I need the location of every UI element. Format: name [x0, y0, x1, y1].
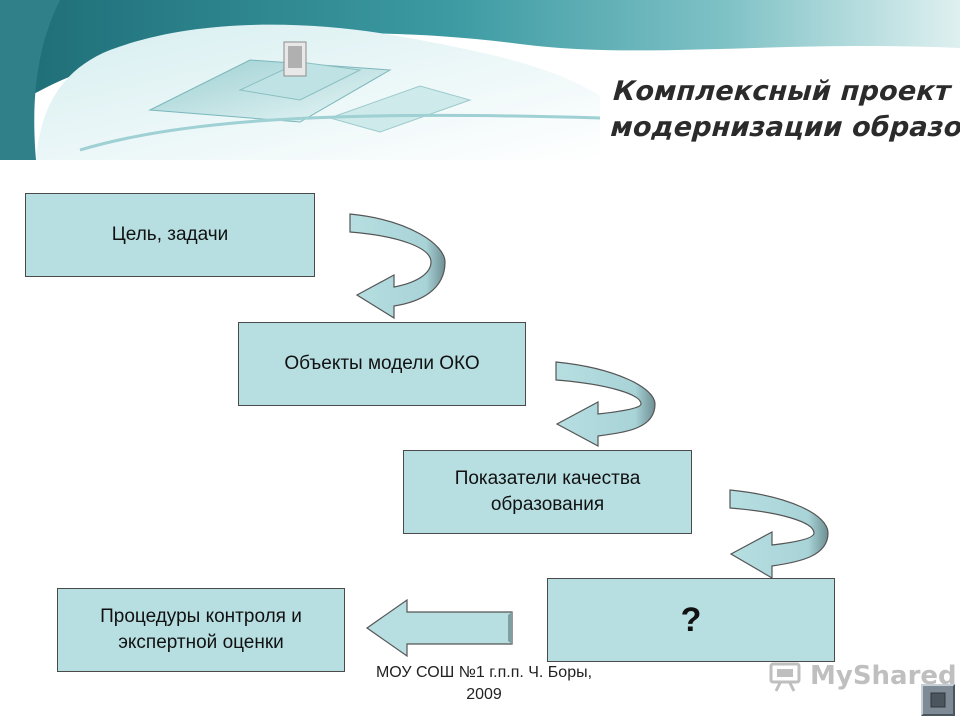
stop-square-icon: [930, 692, 946, 708]
control-procedures-line2: экспертной оценки: [118, 632, 284, 653]
curved-arrow-1: [349, 213, 446, 320]
curved-arrow-2: [555, 361, 656, 448]
goal-tasks-label: Цель, задачи: [111, 224, 229, 245]
projector-icon: [769, 662, 801, 692]
header-banner: Комплексный проект модернизации образова…: [0, 0, 960, 160]
control-procedures-box: Процедуры контроля и экспертной оценки: [57, 588, 345, 672]
quality-indicators-line1: Показатели качества: [454, 468, 641, 489]
left-arrow: [365, 598, 513, 658]
footer-line1: МОУ СОШ №1 г.п.п. Ч. Боры,: [375, 664, 593, 681]
curved-arrow-3: [729, 489, 829, 580]
goal-tasks-box: Цель, задачи: [25, 193, 315, 277]
footer-line2: 2009: [466, 686, 502, 703]
unknown-step-label: ?: [680, 601, 702, 639]
quality-indicators-line2: образования: [490, 494, 605, 515]
model-objects-box: Объекты модели ОКО: [238, 322, 526, 406]
model-objects-label: Объекты модели ОКО: [284, 353, 480, 374]
slide-end-button[interactable]: [921, 684, 955, 716]
quality-indicators-box: Показатели качества образования: [403, 450, 692, 534]
control-procedures-line1: Процедуры контроля и: [100, 606, 302, 627]
footer-caption: МОУ СОШ №1 г.п.п. Ч. Боры, 2009: [346, 662, 622, 706]
banner-graphic: [0, 0, 960, 160]
unknown-step-box: ?: [547, 578, 835, 662]
